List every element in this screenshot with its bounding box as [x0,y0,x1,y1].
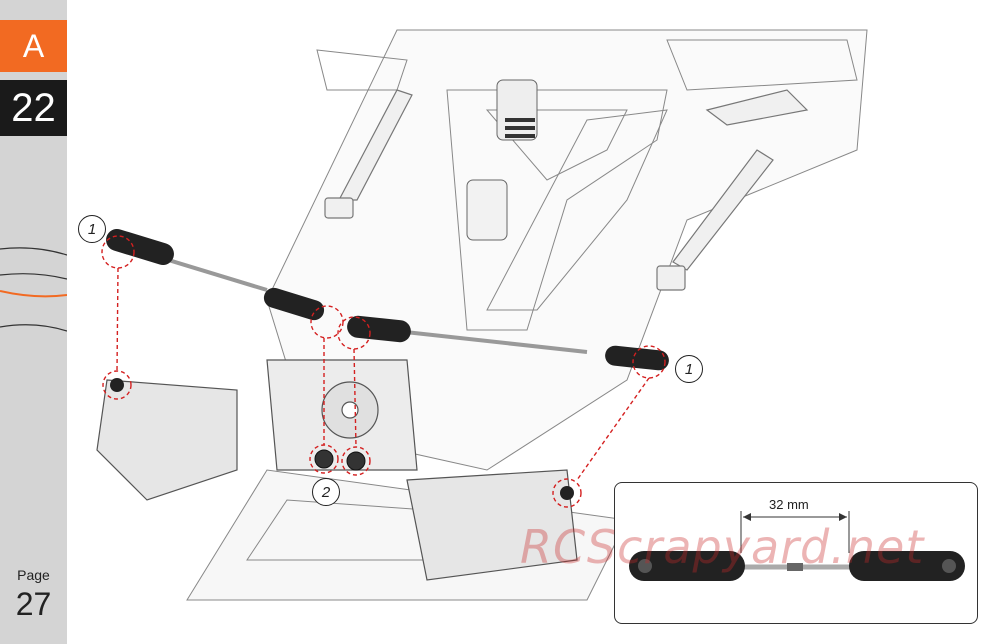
assembly-drawing [96,29,868,601]
left-steering-rod [106,228,325,321]
page-number: 27 [15,586,52,622]
shock-absorber [466,79,538,241]
section-tab: A [0,20,67,72]
page-sidebar: A 22 Page 27 [0,0,67,644]
watermark-text: RCScrapyard.net [520,520,925,574]
suspension-links [324,89,809,291]
front-bulkhead [96,359,578,581]
callout-left-rod: 1 [78,215,106,243]
ball-studs [110,378,574,500]
page-label: Page [17,567,50,583]
callout-right-rod: 1 [675,355,703,383]
dimension-label: 32 mm [769,497,809,512]
right-steering-rod [347,315,669,371]
step-number-tab: 22 [0,80,67,136]
turnbuckle-detail [629,511,965,581]
callout-nuts: 2 [312,478,340,506]
decorative-swoosh-icon [0,247,67,332]
length-detail-inset: 32 mm [614,482,978,624]
callout-lines [101,235,666,508]
